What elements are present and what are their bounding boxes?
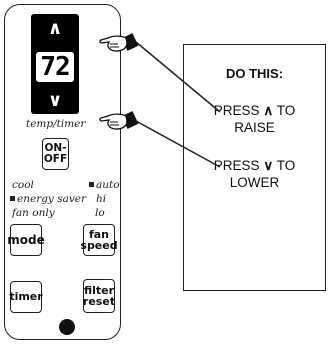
temperature-readout: 72	[36, 52, 74, 82]
pointing-hand-icon	[99, 33, 139, 52]
mode-option-energy-saver-label: energy saver	[17, 193, 87, 205]
lower-line1-end: TO	[276, 158, 296, 173]
fan-speed-label: fan speed	[80, 228, 118, 252]
lower-line1: PRESS	[213, 158, 260, 173]
remote-control	[4, 4, 121, 340]
temp-timer-caption: temp/timer	[26, 118, 86, 130]
raise-instruction: PRESS ∧ TO RAISE	[183, 102, 326, 136]
lower-instruction: PRESS ∨ TO LOWER	[183, 157, 326, 191]
raise-line1: PRESS	[213, 103, 260, 118]
timer-button[interactable]: timer	[9, 281, 43, 313]
pointing-hand-icon	[99, 111, 139, 130]
fan-option-lo: lo	[95, 207, 105, 219]
lower-leader-line	[135, 120, 221, 168]
callout-title: DO THIS:	[225, 66, 284, 81]
raise-leader-line	[135, 41, 221, 113]
mode-label: mode	[7, 233, 45, 247]
raise-symbol: ∧	[263, 103, 274, 118]
fan-option-hi: hi	[96, 193, 107, 205]
ir-emitter-dot	[59, 319, 75, 335]
temp-down-button[interactable]: ∨	[47, 90, 63, 111]
timer-label: timer	[9, 290, 43, 303]
filter-reset-button[interactable]: filter reset	[83, 279, 115, 313]
temp-up-button[interactable]: ∧	[47, 18, 63, 39]
instruction-callout	[183, 44, 326, 291]
selected-indicator-icon	[10, 196, 15, 201]
selected-indicator-icon	[89, 182, 94, 187]
lower-symbol: ∨	[263, 158, 274, 173]
raise-line2: RAISE	[234, 120, 275, 135]
mode-option-cool: cool	[12, 179, 34, 191]
lower-line2: LOWER	[229, 175, 280, 190]
mode-option-fan-only: fan only	[12, 207, 55, 219]
temperature-display: ∧ 72 ∨	[31, 14, 79, 114]
raise-line1-end: TO	[276, 103, 296, 118]
mode-option-energy-saver: energy saver	[10, 193, 86, 205]
filter-reset-label: filter reset	[82, 284, 116, 308]
mode-button[interactable]: mode	[7, 224, 45, 256]
fan-speed-button[interactable]: fan speed	[80, 224, 118, 256]
fan-option-auto: auto	[89, 179, 120, 191]
fan-option-auto-label: auto	[96, 179, 120, 191]
on-off-button[interactable]: ON- OFF	[42, 138, 69, 170]
on-off-label: ON- OFF	[43, 142, 68, 165]
